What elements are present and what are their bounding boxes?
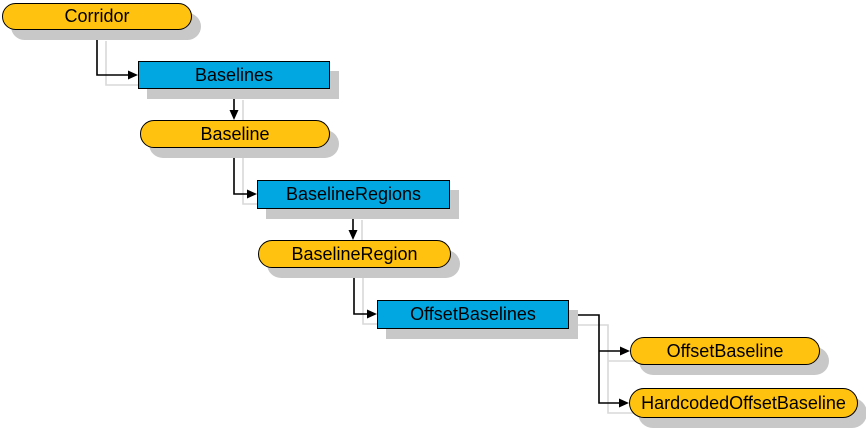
connector-lines [96,31,620,404]
arrowhead-hardcodedoffsetbaseline [619,398,629,408]
node-baselines: Baselines [138,61,330,89]
edge-offsetbaselines-hardcoded [569,314,619,404]
node-baseline: Baseline [140,120,330,148]
node-baselineregion: BaselineRegion [258,240,451,268]
node-hardcodedoffsetbaseline: HardcodedOffsetBaseline [629,388,858,418]
edge-baseline-baselineregions [233,148,247,195]
node-baselineregions: BaselineRegions [257,180,450,209]
node-corridor: Corridor [2,3,192,30]
edge-corridor-baselines [96,31,128,76]
arrowhead-offsetbaseline [620,346,630,356]
arrowheads [128,70,630,408]
arrowhead-baseline [229,110,239,120]
connector-shadows [105,41,640,414]
arrowhead-offsetbaselines [367,309,377,319]
arrowhead-baselines [128,70,138,80]
edge-baselineregion-offsetbaselines [353,268,367,315]
node-offsetbaselines: OffsetBaselines [377,300,569,329]
arrowhead-baselineregion [348,230,358,240]
arrowhead-baselineregions [247,189,257,199]
node-offsetbaseline: OffsetBaseline [630,337,820,365]
edge-offsetbaselines-hardcoded-shadow [578,324,640,414]
edge-corridor-baselines-shadow [105,41,148,86]
